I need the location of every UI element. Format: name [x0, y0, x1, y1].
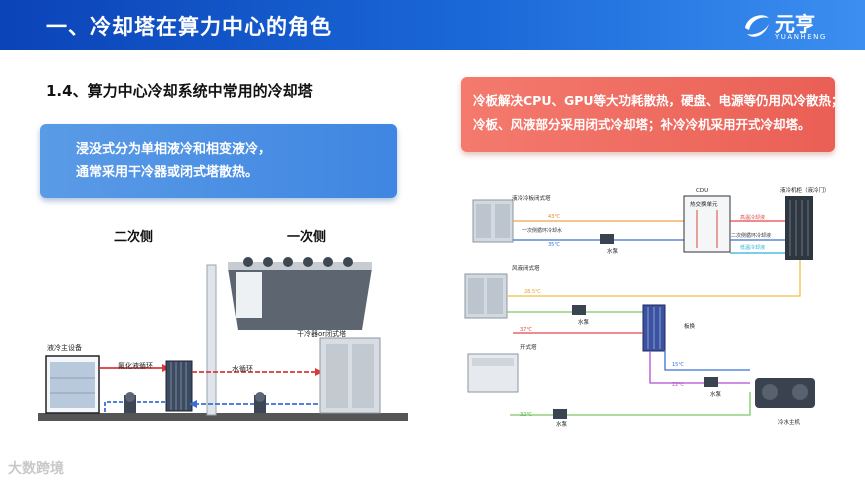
- pump-icon: [572, 305, 586, 315]
- liquid-cooled-cabinet-icon: [785, 196, 813, 260]
- cdu-label: CDU: [696, 188, 709, 194]
- dry-cooler-icon: [228, 268, 372, 330]
- slide-title: 一、冷却塔在算力中心的角色: [46, 15, 332, 39]
- pump-4-label: 水泵: [556, 422, 568, 428]
- air-liquid-loop-line: [507, 260, 801, 297]
- pump-2-label: 水泵: [578, 320, 590, 326]
- logo-chinese-name: 元亨: [775, 12, 815, 36]
- cold-plate-tower-label: 液冷冷板闭式塔: [512, 196, 551, 202]
- footer-watermark: 大数跨境: [8, 461, 64, 477]
- liquid-cabinet-label: 液冷机柜（液冷门）: [780, 188, 830, 194]
- logo-english-name: YUANHENG: [775, 33, 827, 41]
- separation-wall: [206, 264, 217, 416]
- plate-hx-label: 板换: [684, 324, 696, 330]
- temp-28-5-label: 28.5℃: [524, 289, 541, 295]
- chiller-label: 冷水主机: [778, 420, 801, 426]
- fluoride-loop-label: 氟化液循环: [118, 362, 153, 370]
- immersion-line-2: 通常采用干冷器或闭式塔散热。: [76, 165, 259, 180]
- cold-plate-info-box: 冷板解决CPU、GPU等大功耗散热，硬盘、电源等仍用风冷散热； 冷板、风液部分采…: [461, 77, 844, 152]
- immersion-line-1: 浸没式分为单相液冷和相变液冷，: [76, 142, 272, 157]
- dry-cooler-label: 干冷器or闭式塔: [297, 330, 347, 338]
- logo-swirl-icon: [745, 15, 769, 37]
- cdu-unit-icon: [683, 195, 731, 253]
- cdu-unit-label: 热交换单元: [690, 202, 718, 208]
- low-temp-coolant-label: 低温冷却液: [740, 245, 766, 251]
- device-tank-icon: [50, 362, 95, 408]
- plate-heat-exchanger-icon: [165, 360, 193, 412]
- header-bar: 一、冷却塔在算力中心的角色 元亨 YUANHENG: [0, 0, 865, 50]
- cold-plate-line-1: 冷板解决CPU、GPU等大功耗散热，硬盘、电源等仍用风冷散热；: [473, 93, 844, 108]
- temp-43-label: 43℃: [548, 214, 560, 220]
- fluoride-loop-return: [104, 401, 165, 413]
- primary-loop-water-label: 一次侧循环冷却水: [522, 228, 563, 234]
- primary-side-label: 一次侧: [287, 230, 327, 245]
- temp-22-label: 22℃: [672, 382, 684, 388]
- temp-35-label: 35℃: [548, 242, 560, 248]
- brand-logo: 元亨 YUANHENG: [741, 8, 851, 44]
- pump-icon: [704, 377, 718, 387]
- water-loop-label: 水循环: [232, 365, 253, 373]
- air-liquid-tower-label: 风液闭式塔: [512, 266, 540, 272]
- main-device-label: 液冷主设备: [47, 344, 82, 352]
- immersion-info-box: 浸没式分为单相液冷和相变液冷， 通常采用干冷器或闭式塔散热。: [40, 124, 397, 198]
- pump-icon: [600, 234, 614, 244]
- temp-15-label: 15℃: [672, 362, 684, 368]
- pump-icon: [553, 409, 567, 419]
- section-subtitle: 1.4、算力中心冷却系统中常用的冷却塔: [46, 82, 313, 100]
- pump-3-label: 水泵: [710, 392, 722, 398]
- floor-slab: [38, 413, 408, 421]
- secondary-side-label: 二次侧: [114, 230, 154, 245]
- temp-32-label: 32℃: [520, 412, 532, 418]
- high-temp-coolant-label: 高温冷却液: [740, 215, 766, 221]
- open-tower-label: 开式塔: [520, 345, 537, 351]
- pump-1-label: 水泵: [607, 249, 619, 255]
- open-tower-cold-line: [510, 392, 751, 416]
- secondary-coolant-label: 二次侧循环冷却液: [731, 233, 772, 239]
- cold-plate-line-2: 冷板、风液部分采用闭式冷却塔；补冷冷机采用开式冷却塔。: [473, 117, 811, 132]
- chiller-supply-line: [664, 350, 750, 371]
- temp-37-label: 37℃: [520, 327, 532, 333]
